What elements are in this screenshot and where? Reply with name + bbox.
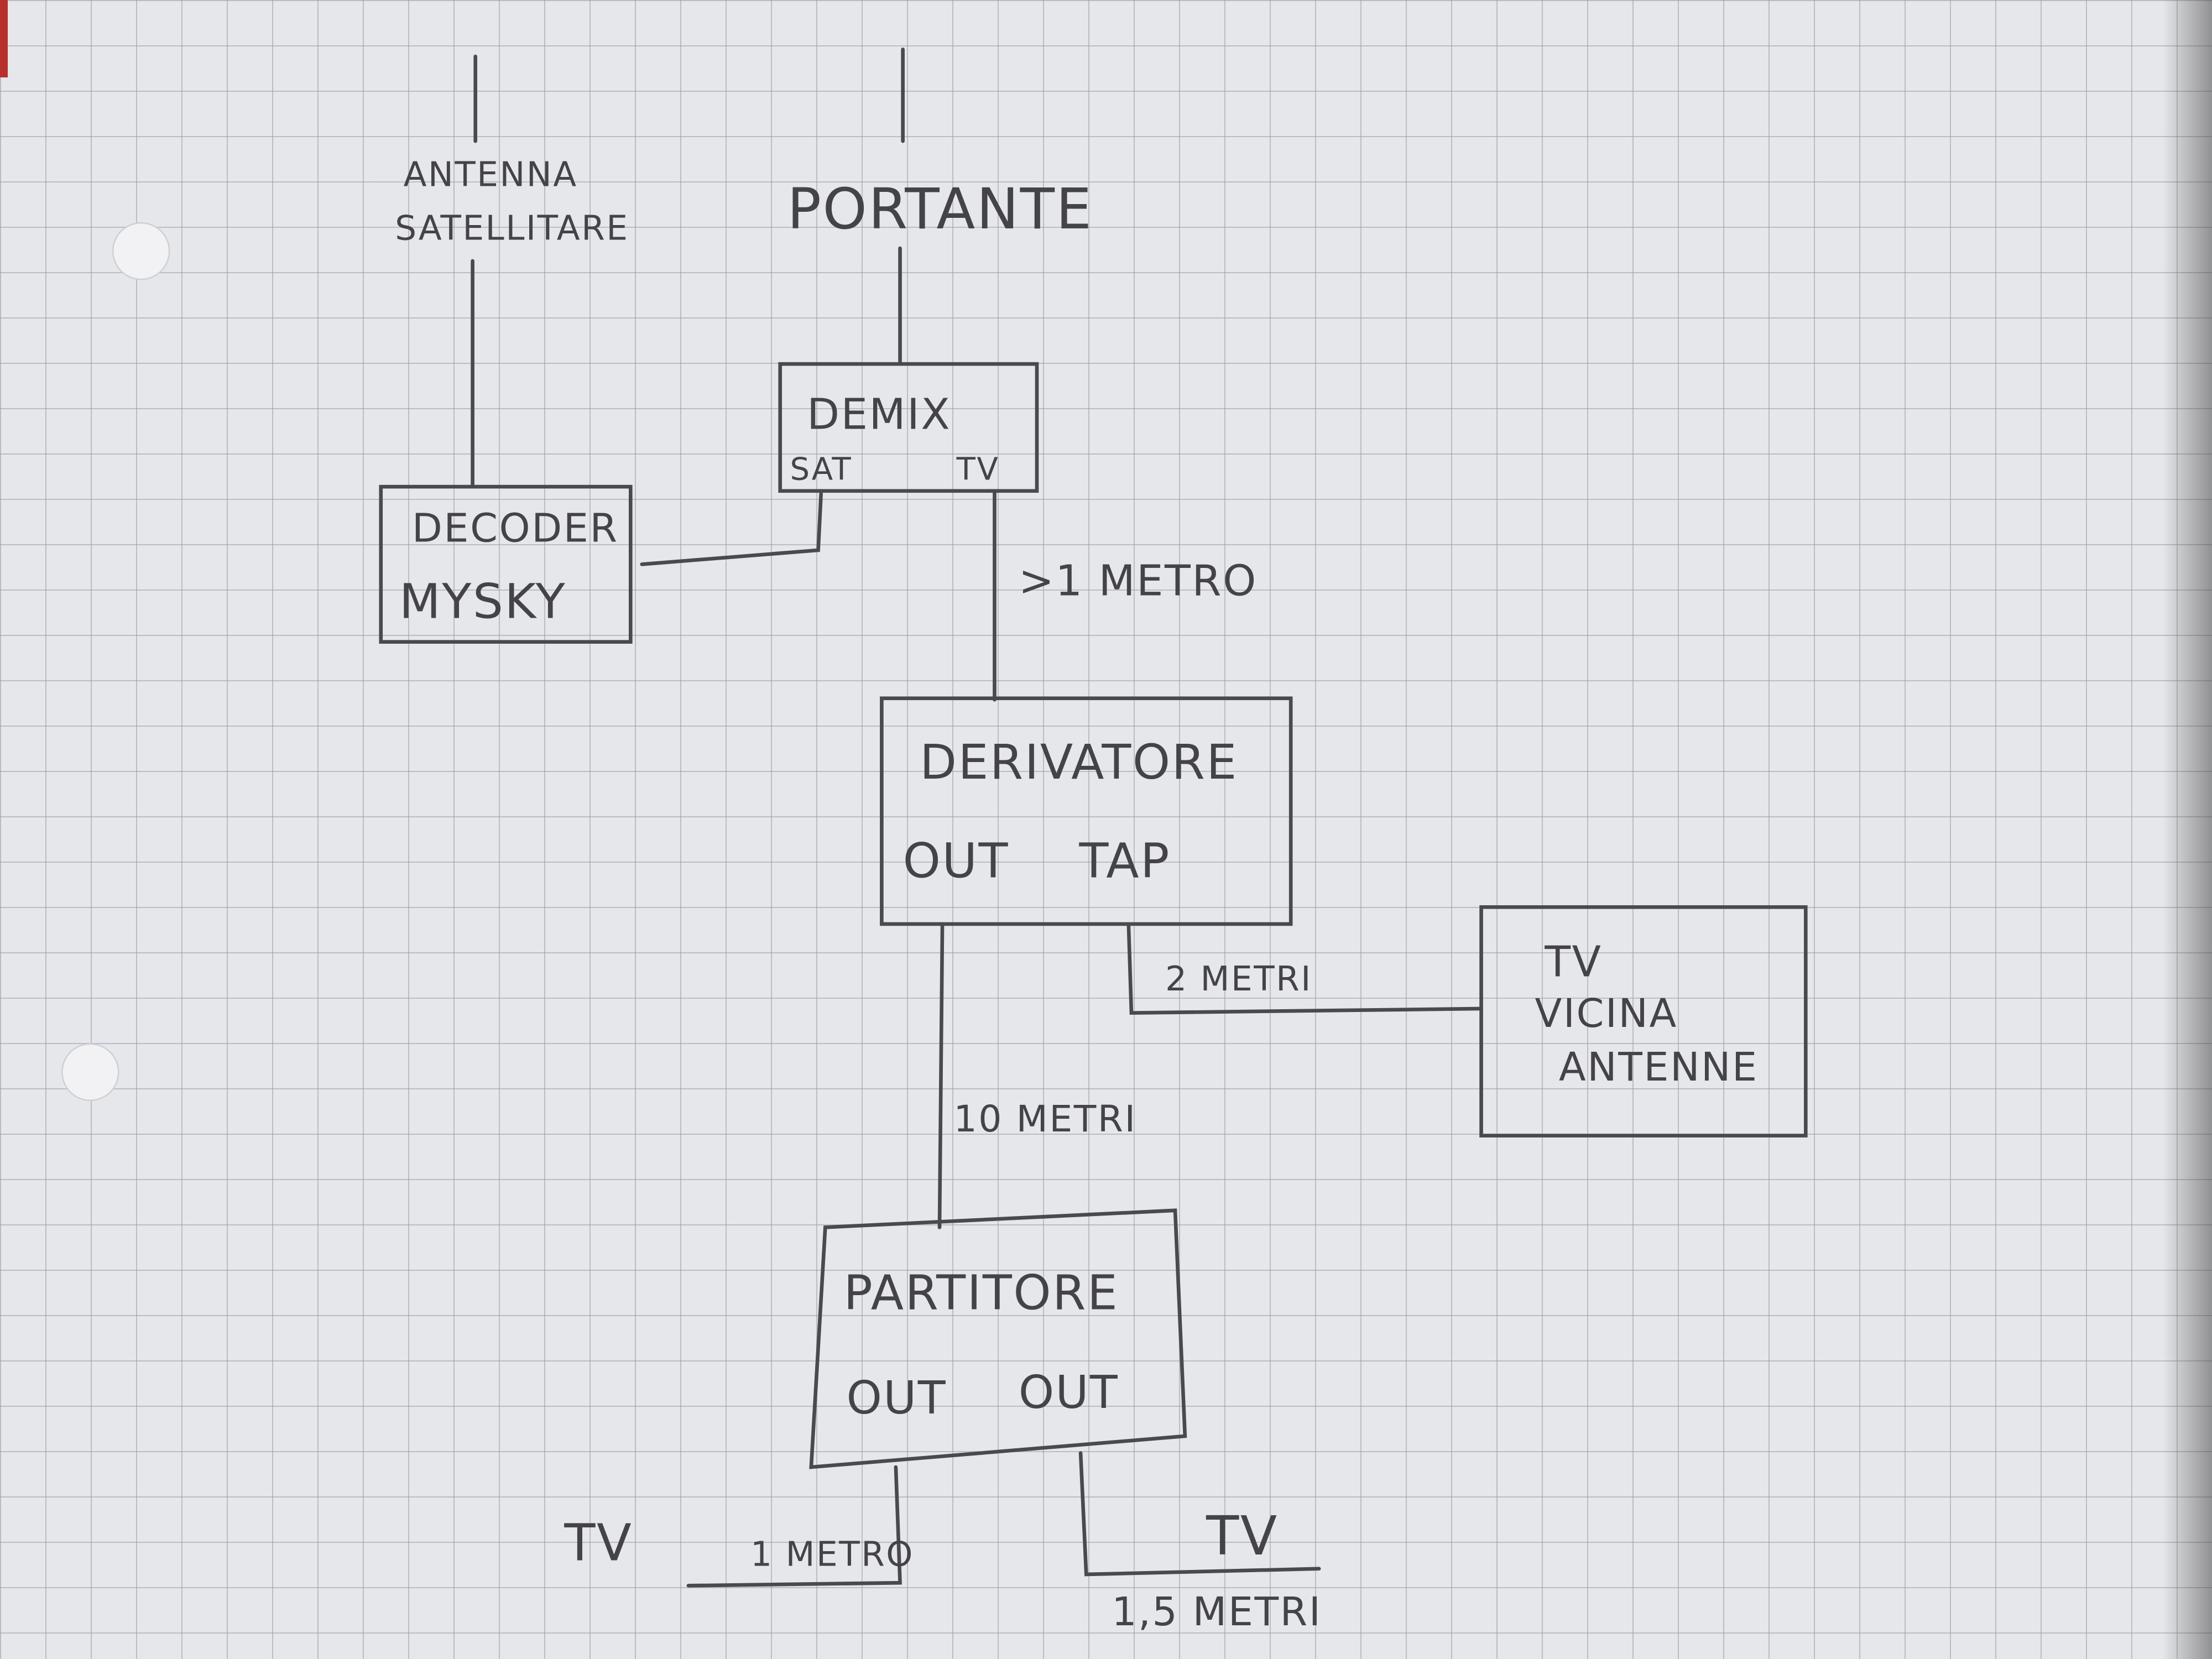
derivatore-port-tap: TAP [1079, 833, 1171, 889]
tap-to-tv-cable [1126, 922, 1483, 1015]
punch-hole [61, 1043, 119, 1102]
demix-title: DEMIX [807, 390, 951, 440]
derivatore-port-out: OUT [903, 833, 1009, 889]
decoder-model: MYSKY [399, 573, 566, 629]
tv-label: TV [1544, 937, 1602, 987]
tv-left-label: TV [564, 1513, 633, 1572]
punch-hole [112, 222, 170, 280]
cable-length-label: 2 METRI [1165, 959, 1312, 999]
tv-right-label: TV [1206, 1505, 1279, 1567]
derivatore-title: DERIVATORE [920, 734, 1238, 790]
paper-edge-shadow [2162, 0, 2212, 1659]
partitore-port-out-1: OUT [847, 1372, 947, 1425]
cable-length-label: >1 METRO [1019, 557, 1258, 606]
partitore-port-out-2: OUT [1019, 1366, 1119, 1419]
cable-length-label: 10 METRI [953, 1097, 1136, 1140]
demix-box: DEMIX SAT TV [778, 362, 1039, 493]
cable-length-label: 1,5 METRI [1112, 1589, 1322, 1635]
tv-near-antenna-box: TV VICINA ANTENNE [1479, 905, 1808, 1138]
decoder-label: DECODER [412, 505, 619, 551]
cable-length-label: 1 METRO [750, 1535, 914, 1574]
antenna-label-2: SATELLITARE [395, 209, 629, 248]
demix-port-sat: SAT [790, 451, 853, 487]
partitore-box: PARTITORE OUT OUT [809, 1208, 1187, 1469]
carrier-input: PORTANTE [787, 47, 1093, 366]
satellite-antenna: ANTENNA SATELLITARE [395, 54, 629, 489]
partitore-to-right-tv-cable [1078, 1451, 1321, 1577]
carrier-label: PORTANTE [787, 176, 1093, 242]
out-to-partitore-cable [937, 922, 945, 1229]
tv-location-label-2: ANTENNE [1559, 1044, 1759, 1090]
paper-edge-mark [0, 0, 8, 77]
demix-port-tv: TV [956, 451, 1000, 487]
partitore-to-left-tv-cable [686, 1465, 902, 1588]
demix-sat-to-decoder-cable [640, 492, 823, 566]
antenna-label: ANTENNA [404, 155, 578, 195]
partitore-title: PARTITORE [844, 1265, 1119, 1321]
tv-location-label: VICINA [1535, 990, 1678, 1036]
derivatore-box: DERIVATORE OUT TAP [880, 696, 1293, 926]
decoder-box: DECODER MYSKY [379, 484, 633, 644]
